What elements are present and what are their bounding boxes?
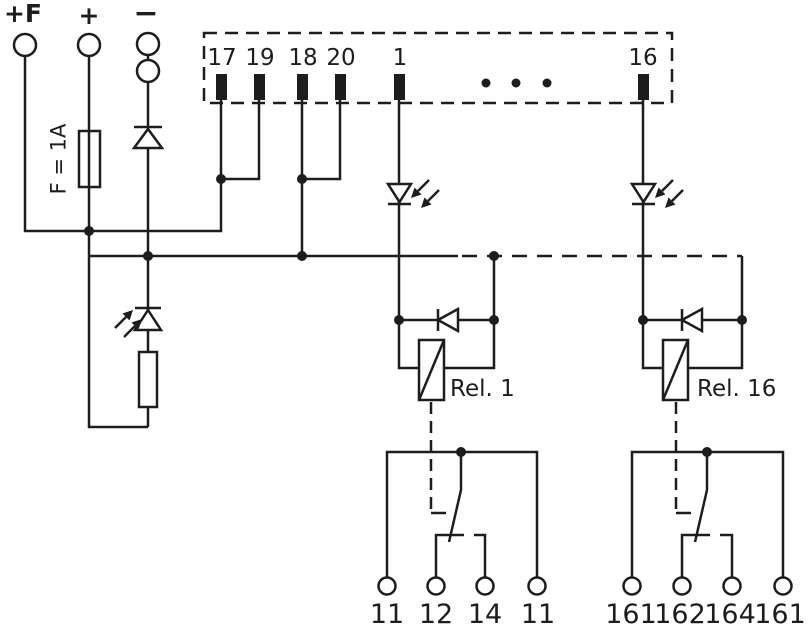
relay-coil1-diagonal	[417, 339, 446, 401]
junction-dot	[297, 174, 307, 184]
label-pin-16: 16	[628, 45, 658, 71]
bus-connector-outline	[202, 31, 674, 105]
contact16-lever	[693, 452, 709, 543]
freewheel-diode16-triangle	[679, 306, 704, 334]
contact-circle-161b	[773, 576, 793, 596]
led1-triangle	[385, 182, 414, 205]
terminal-circle-plus-f	[12, 32, 38, 58]
junction-dot	[638, 315, 648, 325]
contact-circle-161a	[622, 576, 642, 596]
arrow-shaft	[671, 189, 684, 202]
wire-coil1-return	[444, 256, 496, 370]
wire-channel1	[397, 100, 419, 370]
label-power-minus: −	[133, 0, 159, 31]
arrow-head	[131, 319, 142, 330]
label-contact-164: 164	[704, 599, 756, 630]
led-arrows	[114, 179, 684, 338]
label-fuse-rating: F = 1A	[46, 123, 71, 195]
arrow-head	[655, 187, 666, 198]
relay-coil16-diagonal	[661, 339, 690, 401]
pin-18	[297, 74, 308, 100]
wire-pin19	[221, 100, 261, 181]
terminal-circle-minus-2	[135, 58, 161, 84]
wire-plus-rail	[23, 45, 223, 233]
pin-20	[335, 74, 346, 100]
junction-dot	[702, 447, 712, 457]
contact-circle-11b	[527, 576, 547, 596]
wire-contact1-no	[474, 533, 487, 580]
label-power-plus-f: +F	[3, 0, 43, 28]
junction-dot	[297, 251, 307, 261]
label-contact-12: 12	[418, 599, 454, 630]
label-pin-20: 20	[326, 45, 356, 71]
contact-circle-11a	[377, 576, 397, 596]
junction-dot	[737, 315, 747, 325]
arrow-head	[122, 310, 133, 321]
junction-dot	[143, 251, 153, 261]
wire-contact1-nc	[434, 533, 464, 580]
arrow-head	[665, 197, 676, 208]
wire-pin20	[302, 100, 342, 181]
freewheel-diode1-triangle	[435, 306, 460, 334]
contact-circle-162	[672, 576, 692, 596]
label-relay-1: Rel. 1	[450, 376, 515, 402]
wire-coil16-return	[688, 256, 744, 370]
terminal-circle-minus-1	[135, 31, 161, 57]
label-pin-17: 17	[207, 45, 237, 71]
pin-19	[254, 74, 265, 100]
ellipsis-dot-2	[511, 78, 521, 88]
label-power-plus: +	[78, 1, 100, 30]
junction-dot	[84, 226, 94, 236]
contact-circle-164	[722, 576, 742, 596]
wire-channel16	[641, 100, 663, 370]
label-contact-11b: 11	[520, 599, 556, 630]
wire-plus-branch	[87, 45, 148, 429]
arrow-shaft	[427, 189, 440, 202]
arrow-head	[421, 197, 432, 208]
label-contact-11a: 11	[369, 599, 405, 630]
ellipsis-dot-3	[542, 78, 552, 88]
led1-arrows	[411, 179, 440, 208]
resistor-symbol	[137, 350, 159, 409]
contact-circle-14	[475, 576, 495, 596]
power-led-arrows	[114, 310, 142, 338]
junction-dot	[489, 315, 499, 325]
led16-triangle	[629, 182, 658, 205]
label-pin-19: 19	[245, 45, 275, 71]
junction-dot	[489, 251, 499, 261]
junction-dot	[216, 174, 226, 184]
ellipsis-dot-1	[481, 78, 491, 88]
arrow-head	[411, 187, 422, 198]
terminal-circle-plus	[76, 32, 102, 58]
wire-contact16-no	[720, 533, 734, 580]
junction-dot	[394, 315, 404, 325]
label-contact-161a: 161	[605, 599, 657, 630]
connector-pins	[216, 74, 649, 100]
arrow-shaft	[114, 316, 127, 329]
junction-dot	[456, 447, 466, 457]
label-relay-16: Rel. 16	[697, 376, 777, 402]
arrow-shaft	[661, 179, 674, 192]
wires	[23, 44, 785, 580]
label-pin-1: 1	[392, 45, 408, 71]
arrow-shaft	[417, 179, 430, 192]
pin-16	[638, 74, 649, 100]
led16-arrows	[655, 179, 684, 208]
contact1-lever	[447, 452, 463, 543]
symbols	[12, 31, 793, 596]
arrow-shaft	[123, 325, 136, 338]
protection-diode-triangle	[131, 126, 165, 150]
label-contact-14: 14	[467, 599, 503, 630]
label-contact-162: 162	[654, 599, 706, 630]
contact-circle-12	[426, 576, 446, 596]
pin-17	[216, 74, 227, 100]
pin-1	[394, 74, 405, 100]
fuse-symbol	[77, 129, 102, 189]
label-contact-161b: 161	[754, 599, 806, 630]
label-pin-18: 18	[288, 45, 318, 71]
dashed-lines	[202, 31, 742, 515]
junction-dots	[84, 174, 747, 457]
wire-contact16-nc	[680, 533, 710, 580]
